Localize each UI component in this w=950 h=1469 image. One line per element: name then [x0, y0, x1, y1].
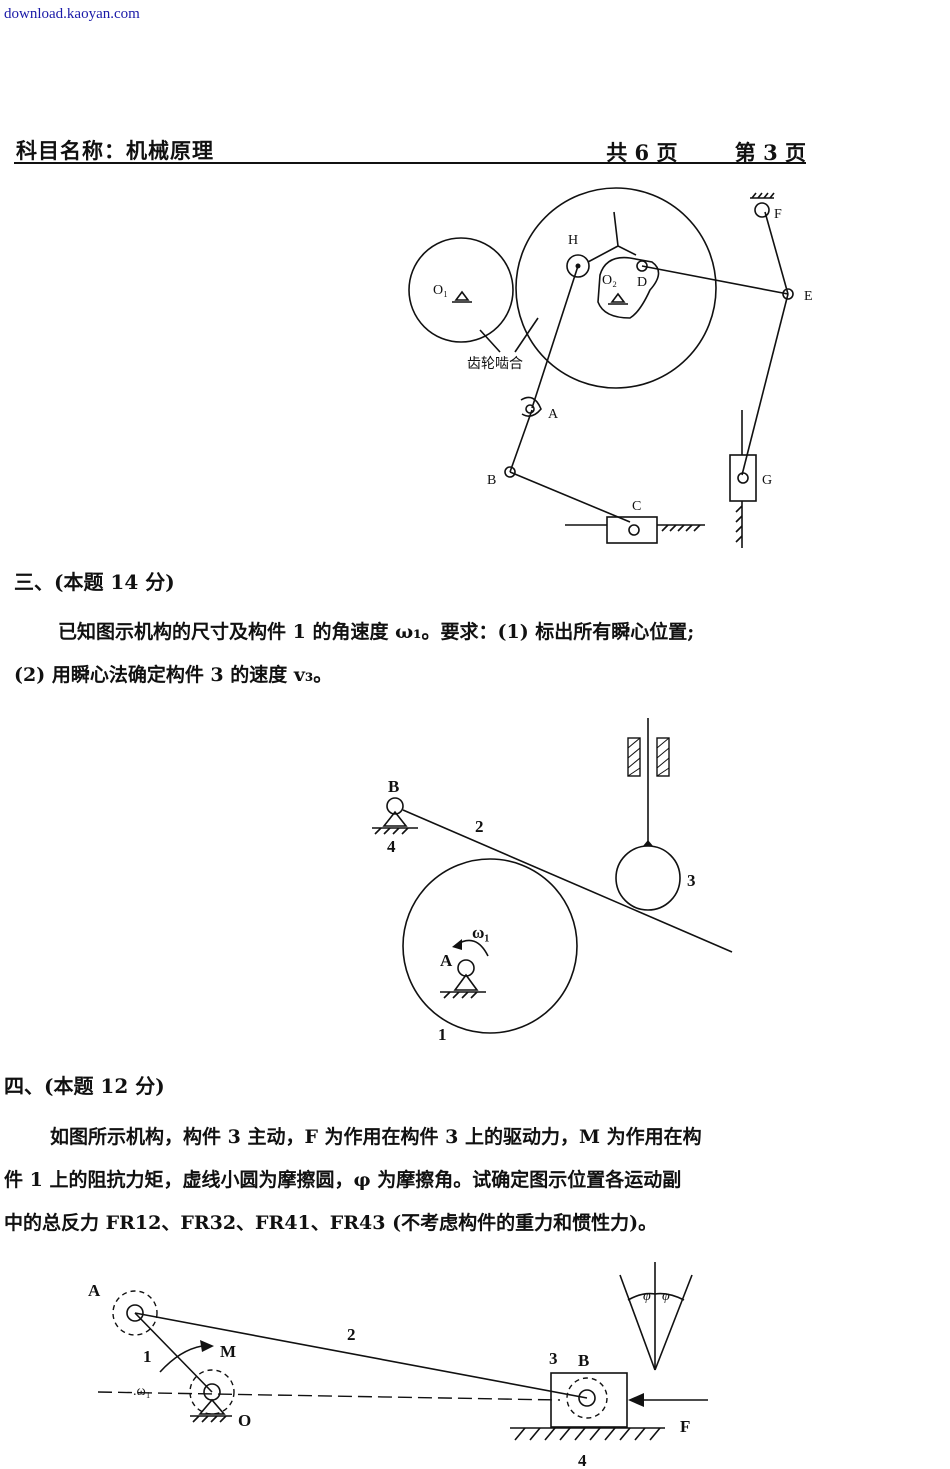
joint-e [782, 288, 794, 300]
label-b: B [578, 1351, 589, 1370]
label-h: H [568, 233, 578, 248]
watermark-url[interactable]: download.kaoyan.com [4, 6, 140, 22]
figure-crank-slider: A O 1 2 M .ω₁ 3 B F 4 φ φ [88, 1262, 708, 1469]
slider-3 [550, 1372, 628, 1428]
section-3-title: 三、(本题 14 分) [14, 570, 175, 594]
ground-o [190, 1398, 232, 1417]
gear-large [515, 187, 717, 389]
ground-a [440, 973, 486, 993]
label-g: G [762, 473, 772, 488]
label-phi-right: φ [662, 1289, 670, 1304]
pivot-b [386, 797, 404, 815]
section-4-title: 四、(本题 12 分) [4, 1074, 165, 1098]
label-c: C [632, 499, 641, 514]
section-3-line-1: 已知图示机构的尺寸及构件 1 的角速度 ω₁。要求：(1) 标出所有瞬心位置; [58, 621, 695, 643]
slider-c [606, 516, 658, 544]
link-fe [764, 211, 789, 295]
disk-1 [402, 858, 578, 1034]
page-count: 共 6 页 第 3 页 [602, 137, 806, 167]
figure-cam-follower: B 4 2 ω₁ A 1 3 [372, 718, 733, 1044]
label-o1: O₁ [433, 283, 448, 298]
link-2 [134, 1312, 588, 1399]
label-e: E [804, 289, 813, 304]
slider-a [520, 396, 542, 417]
centerline [97, 1391, 561, 1401]
link-1 [134, 1312, 213, 1393]
link-bc [509, 471, 631, 523]
label-4: 4 [578, 1451, 587, 1469]
page-header: 科目名称：机械原理 共 6 页 第 3 页 [14, 135, 806, 171]
label-o2: O₂ [602, 273, 617, 288]
section-3-line-2: (2) 用瞬心法确定构件 3 的速度 v₃。 [14, 664, 333, 686]
guide-right [656, 737, 670, 777]
header-rule [14, 162, 806, 164]
label-b: B [388, 777, 399, 796]
subject-name: 科目名称：机械原理 [16, 138, 214, 163]
link-ab [509, 409, 533, 473]
pivot-o1 [452, 290, 472, 303]
label-1: 1 [143, 1347, 152, 1366]
label-m: M [220, 1342, 236, 1361]
label-2: 2 [347, 1325, 356, 1344]
link-eg [741, 293, 789, 476]
slider-g [729, 454, 757, 502]
link-de [641, 265, 789, 295]
figure-linkage-gears: O₁ O₂ H D 齿轮啮合 A B C E F G [408, 187, 813, 548]
joint-a [126, 1304, 144, 1322]
pivot-f [754, 202, 770, 218]
friction-circle-b [566, 1377, 608, 1419]
section-4-line-1: 如图所示机构，构件 3 主动，F 为作用在构件 3 上的驱动力，M 为作用在构 [50, 1126, 702, 1148]
label-f: F [774, 207, 782, 222]
mesh-annotation: 齿轮啮合 [467, 356, 523, 372]
friction-circle-o [189, 1369, 235, 1415]
friction-line-right [654, 1274, 693, 1371]
joint-b [578, 1389, 596, 1407]
link-ha [531, 265, 579, 409]
label-f: F [680, 1417, 690, 1436]
label-1: 1 [438, 1025, 447, 1044]
friction-angle-arc [627, 1292, 685, 1301]
cam-o2 [597, 256, 660, 319]
label-3: 3 [549, 1349, 558, 1368]
label-4: 4 [387, 837, 396, 856]
guide-left [627, 737, 641, 777]
pivot-o2 [608, 292, 628, 305]
label-b: B [487, 473, 496, 488]
gear-o1 [408, 237, 514, 343]
label-phi-left: φ [643, 1289, 651, 1304]
leader-1 [479, 329, 501, 353]
joint-h [566, 254, 590, 278]
label-2: 2 [475, 817, 484, 836]
label-a: A [440, 951, 453, 970]
label-d: D [637, 275, 647, 290]
leader-2 [514, 317, 539, 353]
label-o: O [238, 1411, 251, 1430]
ground-b [372, 810, 418, 829]
label-3: 3 [687, 871, 696, 890]
joint-b [504, 466, 516, 478]
joint-d [636, 260, 648, 272]
friction-line-left [619, 1274, 656, 1371]
page-number: 第 3 页 [734, 140, 806, 165]
total-pages: 共 6 页 [606, 140, 678, 165]
label-omega: ω₁ [472, 923, 490, 942]
gear-spokes [587, 211, 637, 263]
link-2 [402, 809, 733, 953]
label-a: A [548, 407, 559, 422]
label-a: A [88, 1281, 101, 1300]
section-4-line-2: 件 1 上的阻抗力矩，虚线小圆为摩擦圆，φ 为摩擦角。试确定图示位置各运动副 [4, 1169, 682, 1191]
section-4-line-3: 中的总反力 FR12、FR32、FR41、FR43 (不考虑构件的重力和惯性力)… [4, 1212, 658, 1234]
friction-circle-a [112, 1290, 158, 1336]
label-omega: .ω₁ [133, 1384, 151, 1399]
follower-3 [615, 845, 681, 911]
pivot-a [457, 959, 475, 977]
moment-arc [159, 1345, 203, 1373]
